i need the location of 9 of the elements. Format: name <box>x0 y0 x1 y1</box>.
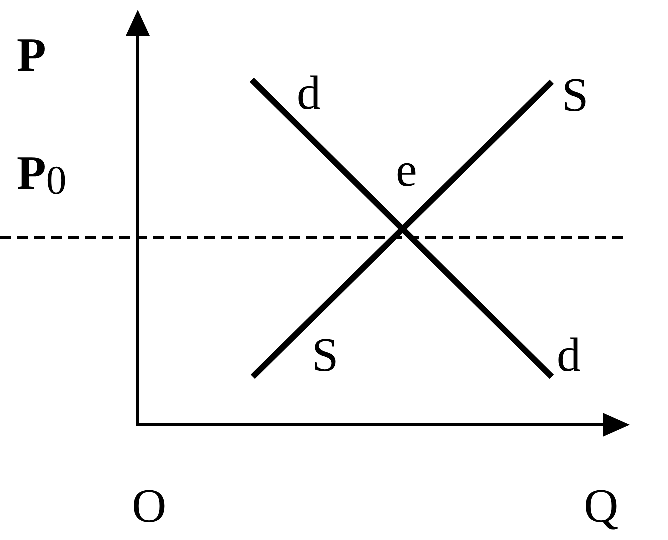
axis-label: Q <box>584 482 619 531</box>
equilibrium-label: e <box>396 146 418 195</box>
curve-label: d <box>557 332 581 380</box>
curve-label: S <box>562 72 589 120</box>
curve-label: d <box>297 70 321 118</box>
origin-label: O <box>132 482 167 531</box>
curve-label: S <box>312 332 339 380</box>
price-label: P$_{0}$ <box>17 150 67 198</box>
axis-label: P <box>17 32 46 80</box>
